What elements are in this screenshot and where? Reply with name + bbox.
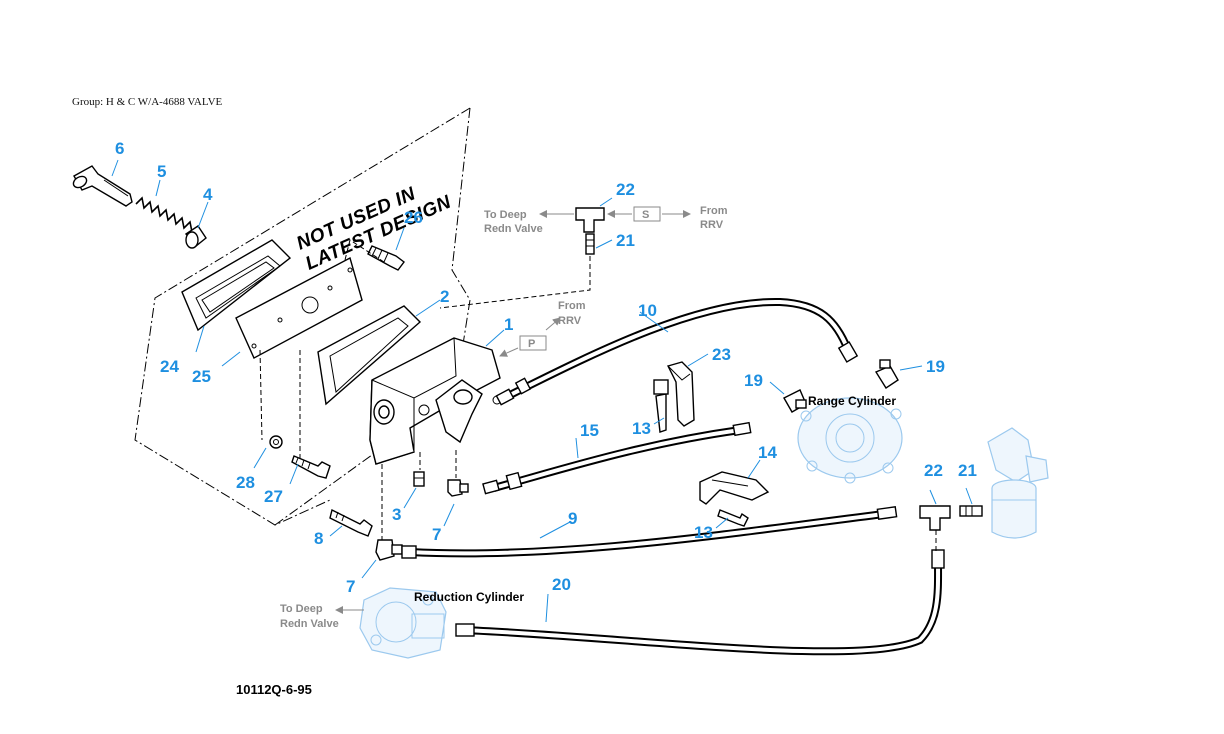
part-25-plate: [235, 256, 363, 359]
hose-20: [455, 549, 945, 656]
callout-4: 4: [203, 185, 213, 204]
callout-13-bottom: 13: [694, 523, 713, 542]
to-deep-bot-line2: Redn Valve: [280, 618, 339, 630]
callout-5: 5: [157, 162, 166, 181]
callout-21-top: 21: [616, 231, 635, 250]
range-cylinder-ghost: [797, 397, 903, 484]
figure-id: 10112Q-6-95: [236, 682, 312, 697]
part-22-tee-top: [575, 207, 605, 233]
callout-24: 24: [160, 357, 179, 376]
callout-numbers: 6 5 4 26 2 1 24 25 28 27 8 3 7 7 9 10 15…: [115, 139, 977, 596]
callout-6: 6: [115, 139, 124, 158]
callout-7-top: 7: [432, 525, 441, 544]
part-7-elbow-bottom: [375, 539, 403, 561]
reduction-cylinder-label: Reduction Cylinder: [414, 590, 524, 604]
callout-13-top: 13: [632, 419, 651, 438]
from-rrv-top-line1: From: [700, 205, 728, 217]
deep-reduction-valve-ghost: [987, 427, 1049, 539]
part-14-bracket: [699, 471, 770, 505]
callout-23: 23: [712, 345, 731, 364]
callout-20: 20: [552, 575, 571, 594]
to-deep-top-line2: Redn Valve: [484, 223, 543, 235]
callout-27: 27: [264, 487, 283, 506]
part-26-screw: [367, 245, 405, 271]
part-23-bracket: [666, 361, 695, 427]
callout-19-left: 19: [744, 371, 763, 390]
p-port-label: P: [528, 338, 535, 350]
callout-2: 2: [440, 287, 449, 306]
callout-9: 9: [568, 509, 577, 528]
part-13-bolt-bottom: [717, 509, 749, 527]
hose-9: [401, 506, 898, 559]
from-rrv-top-line2: RRV: [700, 219, 724, 231]
part-21-fitting-bottom: [959, 505, 983, 517]
part-2-cover: [317, 305, 422, 406]
part-8-bolt: [329, 508, 373, 537]
part-4-bushing: [184, 225, 207, 249]
callout-26: 26: [404, 208, 423, 227]
callout-3: 3: [392, 505, 401, 524]
part-24-gasket: [181, 239, 292, 332]
callout-21-bottom: 21: [958, 461, 977, 480]
part-27-bolt: [291, 455, 331, 479]
part-3-fitting: [413, 471, 425, 487]
range-cylinder-label: Range Cylinder: [808, 394, 896, 408]
part-21-fitting-top: [585, 233, 595, 255]
part-28-washer: [269, 435, 283, 449]
part-1-valve-body: [369, 337, 502, 465]
part-22-tee-bottom: [919, 505, 951, 531]
reduction-cylinder-ghost: [359, 587, 447, 659]
callout-22-bottom: 22: [924, 461, 943, 480]
callout-14: 14: [758, 443, 777, 462]
callout-22-top: 22: [616, 180, 635, 199]
to-deep-bot-line1: To Deep: [280, 603, 323, 615]
from-rrv-mid-line2: RRV: [558, 315, 582, 327]
part-6-plunger: [72, 165, 133, 207]
part-19-elbow-left: [783, 389, 807, 413]
leader-lines: [111, 159, 973, 623]
callout-25: 25: [192, 367, 211, 386]
part-19-elbow-right: [874, 359, 899, 389]
callout-19-right: 19: [926, 357, 945, 376]
hose-10: [495, 297, 859, 406]
callout-15: 15: [580, 421, 599, 440]
s-port-label: S: [642, 209, 649, 221]
part-13-bolt-top: [653, 379, 669, 433]
callout-1: 1: [504, 315, 513, 334]
port-annotations: [335, 206, 691, 614]
callout-28: 28: [236, 473, 255, 492]
group-label: Group: H & C W/A-4688 VALVE: [72, 96, 223, 108]
from-rrv-mid-line1: From: [558, 300, 586, 312]
part-7-elbow-top: [447, 479, 469, 497]
to-deep-top-line1: To Deep: [484, 209, 527, 221]
hose-15: [482, 421, 752, 495]
callout-8: 8: [314, 529, 323, 548]
callout-10: 10: [638, 301, 657, 320]
callout-7-bottom: 7: [346, 577, 355, 596]
part-5-spring: [135, 196, 193, 233]
not-used-notice: NOT USED IN LATEST DESIGN: [293, 183, 455, 275]
